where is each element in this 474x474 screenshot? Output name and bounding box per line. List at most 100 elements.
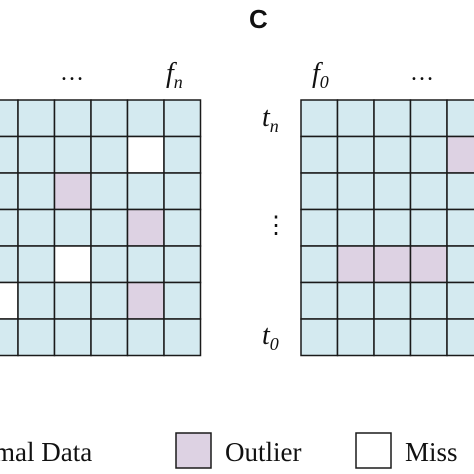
left-cell-normal — [0, 208, 19, 247]
left-cell-outlier — [126, 281, 165, 320]
left-cell-normal — [126, 318, 165, 357]
right-cell-normal — [336, 135, 375, 174]
left-col-label-fn-base: f — [166, 58, 177, 89]
right-cell-normal — [300, 245, 339, 284]
left-cell-normal — [0, 99, 19, 138]
left-cell-normal — [17, 99, 56, 138]
left-cell-normal — [53, 135, 92, 174]
left-cell-missing — [126, 135, 165, 174]
right-cell-normal — [446, 172, 474, 211]
right-cell-outlier — [446, 135, 474, 174]
left-cell-normal — [90, 99, 129, 138]
left-cell-normal — [17, 135, 56, 174]
right-cell-normal — [446, 318, 474, 357]
right-cell-normal — [373, 318, 412, 357]
legend-swatch-outlier — [175, 432, 212, 469]
left-cell-normal — [0, 135, 19, 174]
left-data-matrix — [0, 99, 202, 357]
right-cell-normal — [300, 281, 339, 320]
row-label-tn-sub: n — [270, 116, 279, 136]
left-cell-normal — [163, 172, 202, 211]
left-cell-outlier — [53, 172, 92, 211]
left-cell-normal — [163, 208, 202, 247]
legend-label-normal: mal Data — [0, 437, 92, 467]
right-col-label-f0-sub: 0 — [320, 72, 329, 92]
right-cell-outlier — [409, 245, 448, 284]
right-cell-normal — [409, 281, 448, 320]
right-cell-normal — [446, 245, 474, 284]
right-cell-normal — [300, 99, 339, 138]
right-cell-normal — [373, 281, 412, 320]
left-cell-normal — [17, 281, 56, 320]
right-cell-outlier — [336, 245, 375, 284]
left-cell-normal — [90, 245, 129, 284]
left-cell-normal — [163, 318, 202, 357]
row-label-vdots: ⋮ — [264, 213, 288, 239]
right-col-label-f0-base: f — [312, 58, 323, 89]
right-cell-normal — [373, 172, 412, 211]
right-col-label-f0: f0 — [312, 58, 329, 92]
left-col-label-fn-sub: n — [174, 72, 183, 92]
left-cell-normal — [0, 172, 19, 211]
right-cell-normal — [300, 208, 339, 247]
right-cell-normal — [336, 318, 375, 357]
left-cell-normal — [0, 318, 19, 357]
right-cell-normal — [300, 318, 339, 357]
right-cell-normal — [446, 208, 474, 247]
left-cell-missing — [0, 281, 19, 320]
left-cell-normal — [163, 281, 202, 320]
left-cell-normal — [163, 245, 202, 284]
row-label-t0-base: t — [262, 320, 271, 351]
left-cell-normal — [90, 318, 129, 357]
right-cell-normal — [409, 99, 448, 138]
row-label-t0: t0 — [262, 320, 279, 354]
left-cell-normal — [126, 172, 165, 211]
right-data-matrix — [300, 99, 474, 357]
right-cell-outlier — [373, 245, 412, 284]
left-cell-normal — [17, 245, 56, 284]
right-col-ellipsis: … — [410, 60, 434, 86]
left-cell-normal — [0, 245, 19, 284]
right-cell-normal — [300, 172, 339, 211]
left-col-label-fn: fn — [166, 58, 183, 92]
left-cell-normal — [17, 318, 56, 357]
right-cell-normal — [336, 281, 375, 320]
left-cell-normal — [90, 281, 129, 320]
left-col-ellipsis: … — [60, 60, 84, 86]
left-cell-normal — [90, 135, 129, 174]
right-cell-normal — [373, 208, 412, 247]
right-cell-normal — [446, 99, 474, 138]
right-cell-normal — [409, 318, 448, 357]
right-cell-normal — [336, 172, 375, 211]
right-cell-normal — [409, 172, 448, 211]
legend-label-outlier: Outlier — [225, 437, 301, 467]
right-cell-normal — [300, 135, 339, 174]
right-cell-normal — [409, 135, 448, 174]
left-cell-normal — [53, 99, 92, 138]
panel-label: C — [249, 4, 268, 34]
left-cell-outlier — [126, 208, 165, 247]
right-cell-normal — [336, 208, 375, 247]
legend-swatch-missing — [355, 432, 392, 469]
left-cell-normal — [53, 281, 92, 320]
legend: mal Data Outlier Miss — [0, 432, 458, 469]
right-cell-normal — [336, 99, 375, 138]
left-cell-normal — [163, 135, 202, 174]
left-cell-normal — [126, 245, 165, 284]
left-cell-normal — [17, 172, 56, 211]
left-cell-normal — [17, 208, 56, 247]
left-cell-normal — [126, 99, 165, 138]
left-cell-missing — [53, 245, 92, 284]
right-cell-normal — [373, 135, 412, 174]
right-cell-normal — [446, 281, 474, 320]
left-cell-normal — [163, 99, 202, 138]
legend-label-missing: Miss — [405, 437, 458, 467]
left-cell-normal — [90, 172, 129, 211]
row-label-t0-sub: 0 — [270, 334, 279, 354]
right-cell-normal — [409, 208, 448, 247]
left-cell-normal — [53, 208, 92, 247]
row-label-tn: tn — [262, 102, 279, 136]
left-cell-normal — [90, 208, 129, 247]
left-cell-normal — [53, 318, 92, 357]
